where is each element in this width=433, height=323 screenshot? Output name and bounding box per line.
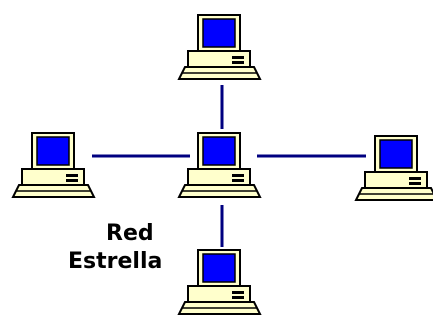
center-computer-icon (178, 132, 261, 198)
diagram-title-line1: Red (106, 221, 154, 246)
bottom-computer-icon (178, 249, 261, 315)
diagram-title-line2: Estrella (68, 249, 163, 274)
left-computer-icon (12, 132, 95, 198)
right-computer-icon (355, 135, 433, 201)
top-computer-icon (178, 14, 261, 80)
